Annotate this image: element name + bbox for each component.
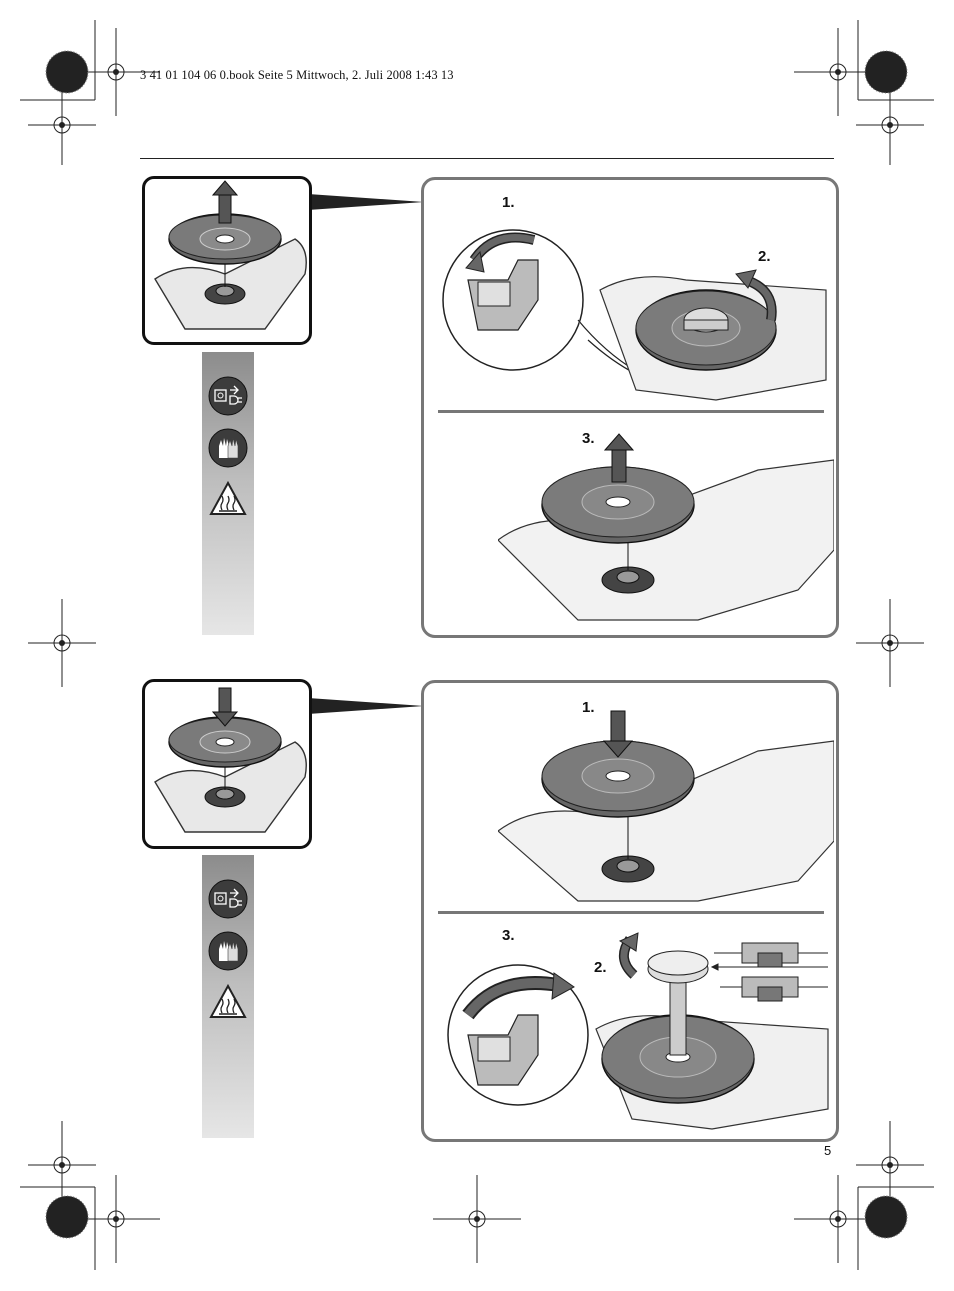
hot-surface-warning-icon: [208, 480, 248, 518]
step-2-label: 2.: [758, 248, 771, 265]
removal-steps-panel: 1. 2. 3.: [421, 177, 839, 638]
spindle-lock-illustration: [442, 229, 688, 391]
step-3-label: 3.: [582, 430, 595, 447]
grinder-disc-removal-illustration: [154, 180, 307, 330]
callout-pointer: [308, 194, 424, 210]
disc-lift-off-illustration: [498, 433, 834, 621]
page-number: 5: [824, 1143, 832, 1158]
header-rule: [140, 158, 834, 159]
step-1-label: 1.: [502, 194, 515, 211]
unplug-icon: [208, 376, 248, 416]
file-info-header: 3 41 01 104 06 0.book Seite 5 Mittwoch, …: [140, 68, 454, 82]
gloves-icon: [208, 428, 248, 468]
section-remove-disc: 1. 2. 3.: [0, 0, 954, 640]
overview-thumbnail: [142, 176, 312, 345]
flange-nut-loosening-illustration: [599, 269, 827, 401]
panel-divider: [438, 410, 824, 413]
safety-icon-bar: [202, 352, 254, 635]
